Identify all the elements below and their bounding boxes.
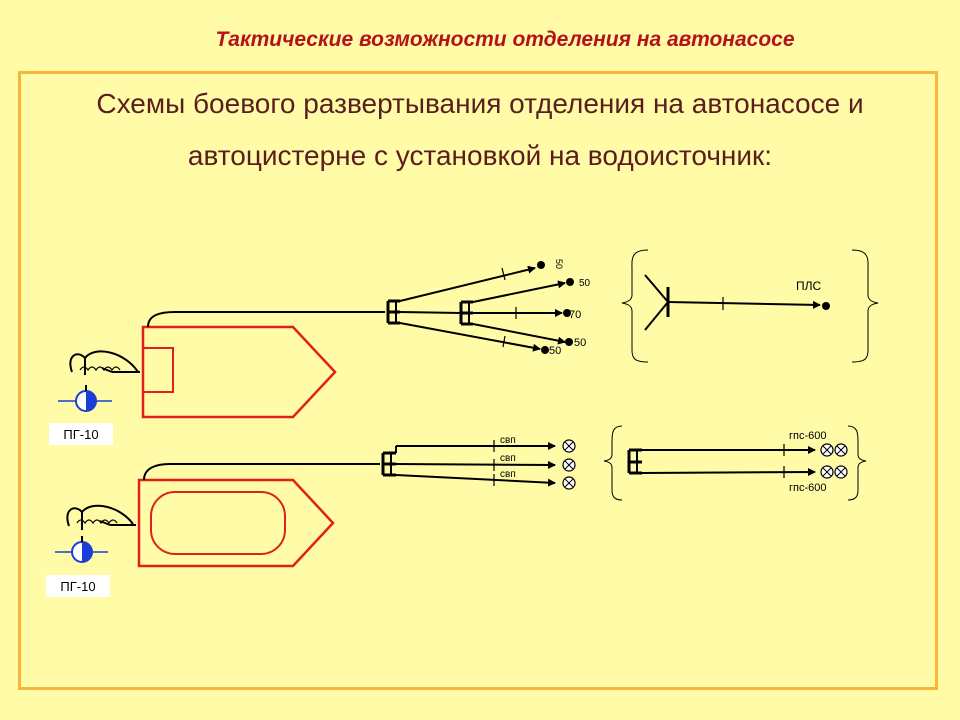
svp-label-3: свп [500,469,516,480]
hydrant-label-bottom: ПГ-10 [60,579,95,594]
hose-line-5 [399,322,541,352]
svp-line-2 [395,460,556,469]
pump-truck-body [141,325,337,419]
branch-3 [381,451,396,477]
foam-generator-icon-2 [562,458,576,472]
nozzle-label-1: 50 [554,259,564,269]
nozzle-2 [566,278,574,286]
pump-truck-scheme: ПГ-10 [49,249,879,445]
tanker-truck-tank [150,491,286,555]
hose-link-branches [399,311,462,314]
nozzle-label-5: 50 [549,345,561,357]
pls-label: ПЛС [796,279,822,293]
pls-legend [621,249,879,363]
pump-truck-compartment [142,347,174,393]
gps-legend [603,425,867,501]
gps-label-top: гпс-600 [789,430,827,442]
hydrant-label-box-bottom [46,575,110,597]
hose-tick-5 [502,335,506,348]
nozzle-label-2: 50 [579,278,591,289]
content-frame [18,71,938,690]
nozzle-5 [541,346,549,354]
hose-line-1 [399,265,536,302]
nozzle-label-4: 50 [574,337,586,349]
hydrant-label-box-top [49,423,113,445]
svp-label-1: свп [500,435,516,446]
branch-1 [386,299,400,325]
svp-line-3 [395,474,556,487]
hose-line-4 [472,323,566,345]
branch-2 [459,300,473,326]
tanker-truck-scheme: ПГ-10 [46,425,867,597]
diagram-heading: Схемы боевого развертывания отделения на… [0,78,960,182]
suction-hose-squiggle-top [79,366,121,372]
heading-line-1: Схемы боевого развертывания отделения на… [96,88,864,119]
heading-line-2: автоцистерне с установкой на водоисточни… [187,140,773,171]
slide-title: Тактические возможности отделения на авт… [215,28,795,51]
gps-label-bottom: гпс-600 [789,482,827,494]
hydrant-icon-bottom [55,536,108,563]
hydrant-label-top: ПГ-10 [63,427,98,442]
nozzle-label-3: 70 [569,309,581,321]
hose-line-2 [472,280,566,303]
hydrant-icon-top [58,385,112,412]
suction-hose-bottom [66,504,134,530]
tanker-truck-body [137,478,335,568]
svp-label-2: свп [500,453,516,464]
suction-hose-squiggle-bottom [76,519,118,525]
nozzle-1 [537,261,545,269]
nozzle-4 [565,338,573,346]
nozzle-3 [563,309,571,317]
hose-tick-1 [501,267,506,281]
pressure-hose-bottom [143,463,380,481]
foam-generator-icon-1 [562,439,576,453]
foam-generator-icon-3 [562,476,576,490]
pressure-hose-top [147,311,385,328]
